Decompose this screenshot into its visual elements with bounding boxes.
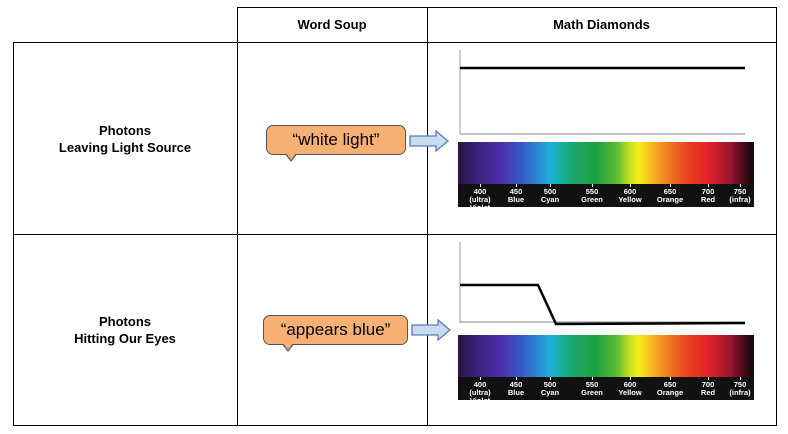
- tick-400: 400(ultra) Violet: [463, 184, 497, 212]
- grid-left-line: [13, 42, 14, 426]
- bubble2-text: “appears blue”: [280, 320, 391, 339]
- grid-col2-line: [427, 7, 428, 426]
- tick-nm: 600: [623, 187, 637, 196]
- right-arrow-icon: [409, 129, 450, 153]
- grid-row-divider: [13, 234, 777, 235]
- tick-name: (ultra) Violet: [469, 388, 491, 405]
- grid-bottom-line: [13, 425, 777, 426]
- row2-label-line1: Photons: [99, 314, 151, 329]
- row-label-hitting-eyes: Photons Hitting Our Eyes: [13, 313, 237, 347]
- header-math-diamonds: Math Diamonds: [553, 17, 650, 32]
- tick-nm: 400: [473, 380, 487, 389]
- tick-nm: 500: [543, 187, 557, 196]
- tick-nm: 650: [663, 187, 677, 196]
- tick-nm: 700: [701, 187, 715, 196]
- tick-nm: 700: [701, 380, 715, 389]
- bubble1-text: “white light”: [292, 130, 380, 149]
- tick-name: Blue: [507, 388, 525, 397]
- tick-name: Orange: [656, 195, 684, 204]
- row1-label-line1: Photons: [99, 123, 151, 138]
- tick-750: 750(infra): [723, 184, 757, 204]
- tick-name: (ultra) Violet: [469, 195, 491, 212]
- tick-name: (infra): [729, 195, 751, 204]
- intensity-graph-blue: [459, 242, 746, 326]
- tick-name: Yellow: [618, 195, 642, 204]
- tick-name: Green: [581, 388, 603, 397]
- intensity-graph-flat: [459, 50, 745, 135]
- tick-nm: 400: [473, 187, 487, 196]
- tick-nm: 500: [543, 380, 557, 389]
- bubble2-tail-fill: [283, 343, 293, 350]
- tick-nm: 750: [733, 380, 747, 389]
- tick-name: Red: [700, 195, 716, 204]
- tick-name: Orange: [656, 388, 684, 397]
- tick-nm: 550: [585, 380, 599, 389]
- tick-nm: 450: [509, 380, 523, 389]
- row2-label-line2: Hitting Our Eyes: [74, 331, 176, 346]
- bubble1-tail-fill: [286, 153, 296, 160]
- tick-name: Cyan: [540, 388, 560, 397]
- spectrum-bar-top: [458, 142, 754, 184]
- tick-nm: 450: [509, 187, 523, 196]
- tick-name: Cyan: [540, 195, 560, 204]
- tick-750: 750(infra): [723, 377, 757, 397]
- speech-bubble-white-light: “white light”: [266, 125, 406, 162]
- header-word-soup: Word Soup: [297, 17, 367, 32]
- right-arrow-icon: [411, 318, 452, 342]
- tick-nm: 550: [585, 187, 599, 196]
- tick-name: Red: [700, 388, 716, 397]
- grid-top-line: [237, 7, 777, 8]
- tick-name: Green: [581, 195, 603, 204]
- row-label-leaving-source: Photons Leaving Light Source: [13, 122, 237, 156]
- tick-name: (infra): [729, 388, 751, 397]
- grid-col1-line: [237, 7, 238, 426]
- tick-name: Blue: [507, 195, 525, 204]
- grid-header-line: [13, 42, 777, 43]
- tick-400: 400(ultra) Violet: [463, 377, 497, 405]
- tick-nm: 600: [623, 380, 637, 389]
- grid-right-line: [776, 7, 777, 426]
- speech-bubble-appears-blue: “appears blue”: [263, 315, 408, 352]
- row1-label-line2: Leaving Light Source: [58, 140, 192, 155]
- tick-nm: 650: [663, 380, 677, 389]
- tick-name: Yellow: [618, 388, 642, 397]
- spectrum-bar-bottom: [458, 335, 754, 377]
- tick-nm: 750: [733, 187, 747, 196]
